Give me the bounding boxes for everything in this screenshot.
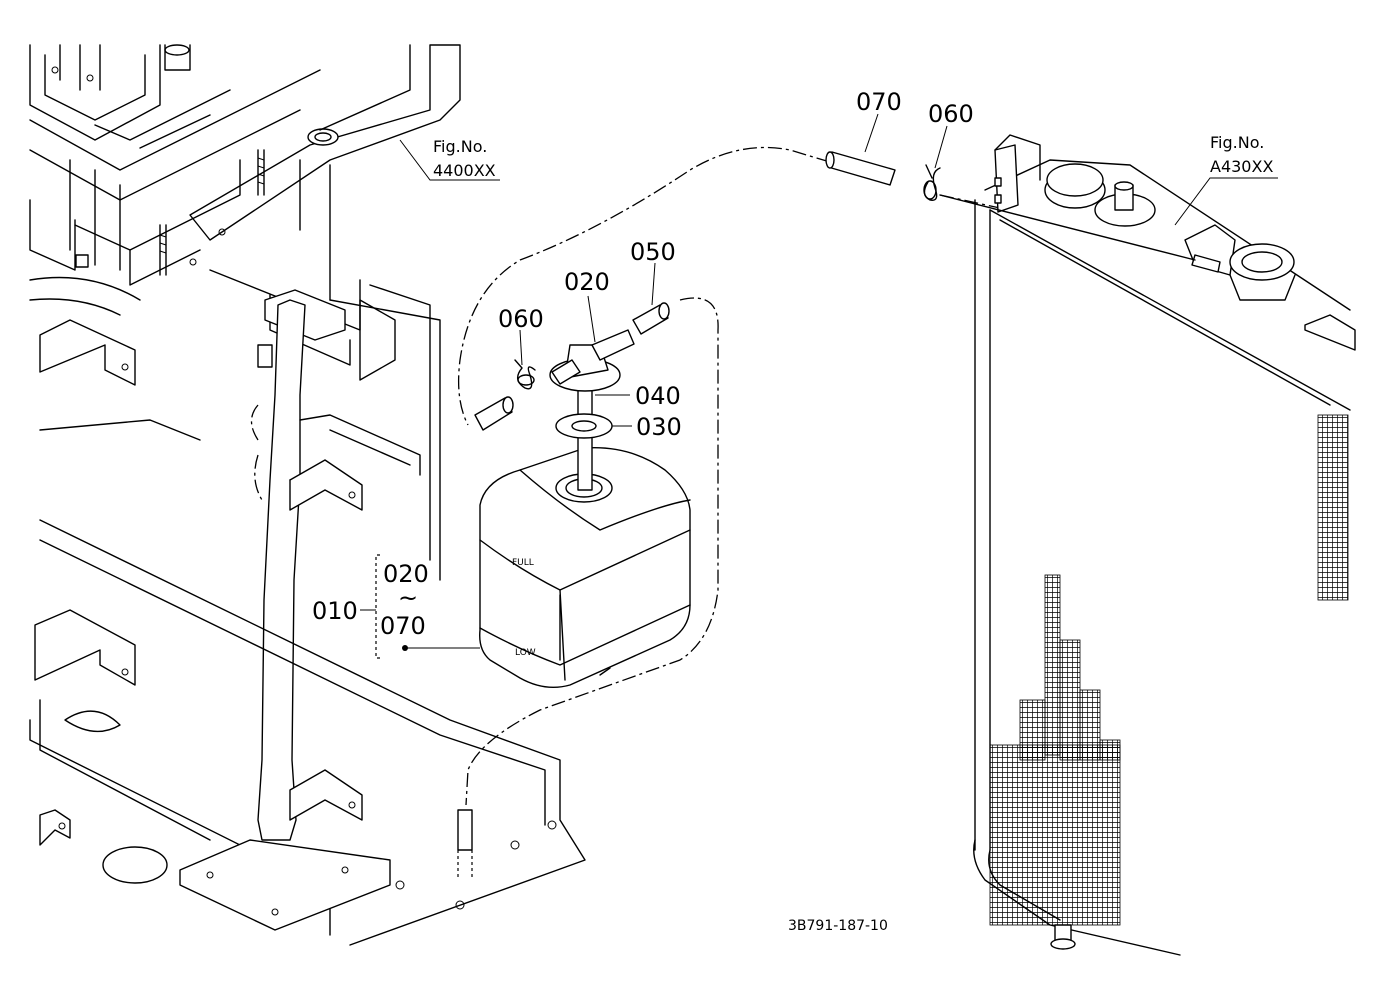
label-030: 030 xyxy=(636,413,682,441)
radiator xyxy=(939,134,1356,956)
leader-060-top xyxy=(934,125,948,169)
fig-4400-number: 4400XX xyxy=(433,161,496,180)
tank-full-mark: FULL xyxy=(512,558,534,568)
fig-4400-prefix: Fig.No. xyxy=(433,137,487,156)
kit-range-sep: ~ xyxy=(398,584,418,612)
fig-a430-prefix: Fig.No. xyxy=(1210,133,1264,152)
label-010: 010 xyxy=(312,597,358,625)
leader-020 xyxy=(587,295,596,343)
kit-bracket xyxy=(375,554,382,659)
leader-070 xyxy=(864,113,879,153)
fig-a430-number: A430XX xyxy=(1210,157,1273,176)
tank-low-mark: LOW xyxy=(515,648,536,658)
washer-030 xyxy=(555,413,613,439)
fig-a430-leader xyxy=(1174,177,1278,226)
leader-060-left xyxy=(519,329,523,366)
label-060-left: 060 xyxy=(498,305,544,333)
fig-4400-leader xyxy=(399,139,500,181)
label-050: 050 xyxy=(630,238,676,266)
label-060-top: 060 xyxy=(928,100,974,128)
leader-050 xyxy=(651,262,656,306)
label-020: 020 xyxy=(564,268,610,296)
kit-range-to: 070 xyxy=(380,612,426,640)
clip-060-top xyxy=(923,164,941,201)
overflow-hose-route xyxy=(458,146,831,426)
hose-070 xyxy=(825,151,896,186)
leader-010-dot xyxy=(402,645,408,651)
hose-050 xyxy=(632,302,670,335)
hose-left xyxy=(474,396,514,431)
kit-range-from: 020 xyxy=(383,560,429,588)
reserve-tank: FULL LOW xyxy=(479,446,691,688)
frame-assembly xyxy=(29,44,586,946)
drawing-code: 3B791-187-10 xyxy=(788,918,888,934)
cap-020 xyxy=(549,329,635,392)
label-040: 040 xyxy=(635,382,681,410)
label-070: 070 xyxy=(856,88,902,116)
drain-hose-route xyxy=(465,297,719,806)
clip-060-left xyxy=(514,359,536,390)
